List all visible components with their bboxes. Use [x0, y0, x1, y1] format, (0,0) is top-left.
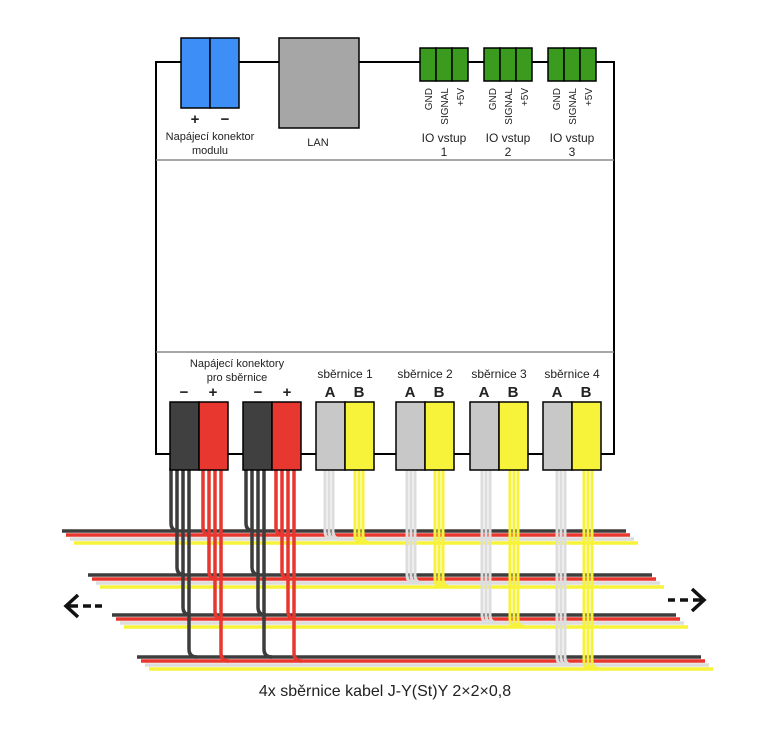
power-connector-label-2: modulu — [192, 145, 228, 157]
io-2-pin-label-1: GND — [488, 88, 499, 110]
power-pin-plus — [180, 37, 211, 109]
power-connector-label: Napájecí konektor — [166, 131, 255, 143]
power-drop-wire — [187, 468, 198, 659]
bus-a-drop-wire — [488, 468, 499, 625]
cable-4 — [137, 655, 713, 671]
bus-power-2-minus — [242, 401, 273, 471]
bus-1-b-pin — [344, 401, 375, 471]
bus-3-a-pin — [469, 401, 500, 471]
io-2-pin-3 — [515, 47, 533, 82]
io-1-pin-1 — [419, 47, 437, 82]
io-1-pin-label-3: +5V — [456, 88, 467, 106]
bus-b-drop-wire — [441, 468, 452, 589]
cable-1 — [62, 529, 638, 545]
bus-1-b-label: B — [354, 384, 365, 401]
bus-power-2-plus — [271, 401, 302, 471]
bus-1-a-pin — [315, 401, 346, 471]
io-2-label: IO vstup — [486, 131, 531, 145]
power-minus-sign: − — [221, 111, 230, 128]
bus-4-b-label: B — [581, 384, 592, 401]
io-1-pin-2 — [435, 47, 453, 82]
power-drop-wire — [262, 468, 273, 659]
bus-2-a-label: A — [405, 384, 416, 401]
bus-2-label: sběrnice 2 — [397, 367, 453, 381]
power-drop-wire — [292, 468, 303, 663]
bus-1-a-label: A — [325, 384, 336, 401]
io-3-label: IO vstup — [550, 131, 595, 145]
io-1-pin-label-1: GND — [424, 88, 435, 110]
bus-1-label: sběrnice 1 — [317, 367, 373, 381]
bus-power-1-minus — [169, 401, 200, 471]
bus-b-drop-wire — [590, 468, 601, 671]
module-body — [155, 61, 615, 455]
module-power-connector: + − Napájecí konektor modulu — [166, 37, 255, 157]
bus-b-drop-wire — [516, 468, 527, 629]
power-plus-sign: + — [191, 111, 200, 128]
bus-4-a-pin — [542, 401, 573, 471]
power-pin-minus — [209, 37, 240, 109]
cable-2 — [88, 573, 664, 589]
io-1-pin-3 — [451, 47, 469, 82]
bus-power-label-2: pro sběrnice — [207, 372, 268, 384]
left-arrow-icon — [63, 593, 102, 619]
io-2-pin-2 — [499, 47, 517, 82]
bus-connector-3: sběrnice 3 A B — [469, 367, 529, 471]
bus-4-b-pin — [571, 401, 602, 471]
bus-2-b-pin — [424, 401, 455, 471]
io-3-pin-1 — [547, 47, 565, 82]
io-2-pin-label-2: SIGNAL — [504, 88, 515, 125]
bus-3-label: sběrnice 3 — [471, 367, 527, 381]
bus-4-a-label: A — [552, 384, 563, 401]
cable-3 — [112, 613, 688, 629]
lan-port: LAN — [278, 37, 360, 149]
io-3-pin-label-3: +5V — [584, 88, 595, 106]
bus-3-a-label: A — [479, 384, 490, 401]
bus-power-1-plus-sign: + — [209, 384, 218, 401]
io-3-pin-3 — [579, 47, 597, 82]
io-3-pin-2 — [563, 47, 581, 82]
bus-connector-1: sběrnice 1 A B — [315, 367, 375, 471]
io-1-label: IO vstup — [422, 131, 467, 145]
bus-power-1-minus-sign: − — [180, 384, 189, 401]
bus-power-section: Napájecí konektory pro sběrnice − + − + — [169, 358, 302, 471]
bus-3-b-pin — [498, 401, 529, 471]
bus-2-b-label: B — [434, 384, 445, 401]
io-2-pin-label-3: +5V — [520, 88, 531, 106]
bus-connector-2: sběrnice 2 A B — [395, 367, 455, 471]
bus-2-a-pin — [395, 401, 426, 471]
bus-cables — [62, 468, 713, 671]
power-drop-wire — [219, 468, 230, 663]
bus-connector-4: sběrnice 4 A B — [542, 367, 602, 471]
bus-a-drop-wire — [563, 468, 574, 667]
lan-label: LAN — [307, 137, 328, 149]
bus-a-drop-wire — [413, 468, 424, 585]
bus-4-label: sběrnice 4 — [544, 367, 600, 381]
bus-3-b-label: B — [508, 384, 519, 401]
bus-b-drop-wire — [361, 468, 372, 545]
io-2-pin-1 — [483, 47, 501, 82]
io-3-number: 3 — [569, 145, 576, 159]
io-3-pin-label-1: GND — [552, 88, 563, 110]
right-arrow-icon — [668, 587, 707, 613]
io-2-number: 2 — [505, 145, 512, 159]
io-1-number: 1 — [441, 145, 448, 159]
caption: 4x sběrnice kabel J-Y(St)Y 2×2×0,8 — [259, 683, 511, 700]
bus-power-label: Napájecí konektory — [190, 358, 285, 370]
io-3-pin-label-2: SIGNAL — [568, 88, 579, 125]
bus-power-1-plus — [198, 401, 229, 471]
bus-power-2-plus-sign: + — [283, 384, 292, 401]
io-1-pin-label-2: SIGNAL — [440, 88, 451, 125]
bus-a-drop-wire — [331, 468, 342, 541]
bus-power-2-minus-sign: − — [254, 384, 263, 401]
